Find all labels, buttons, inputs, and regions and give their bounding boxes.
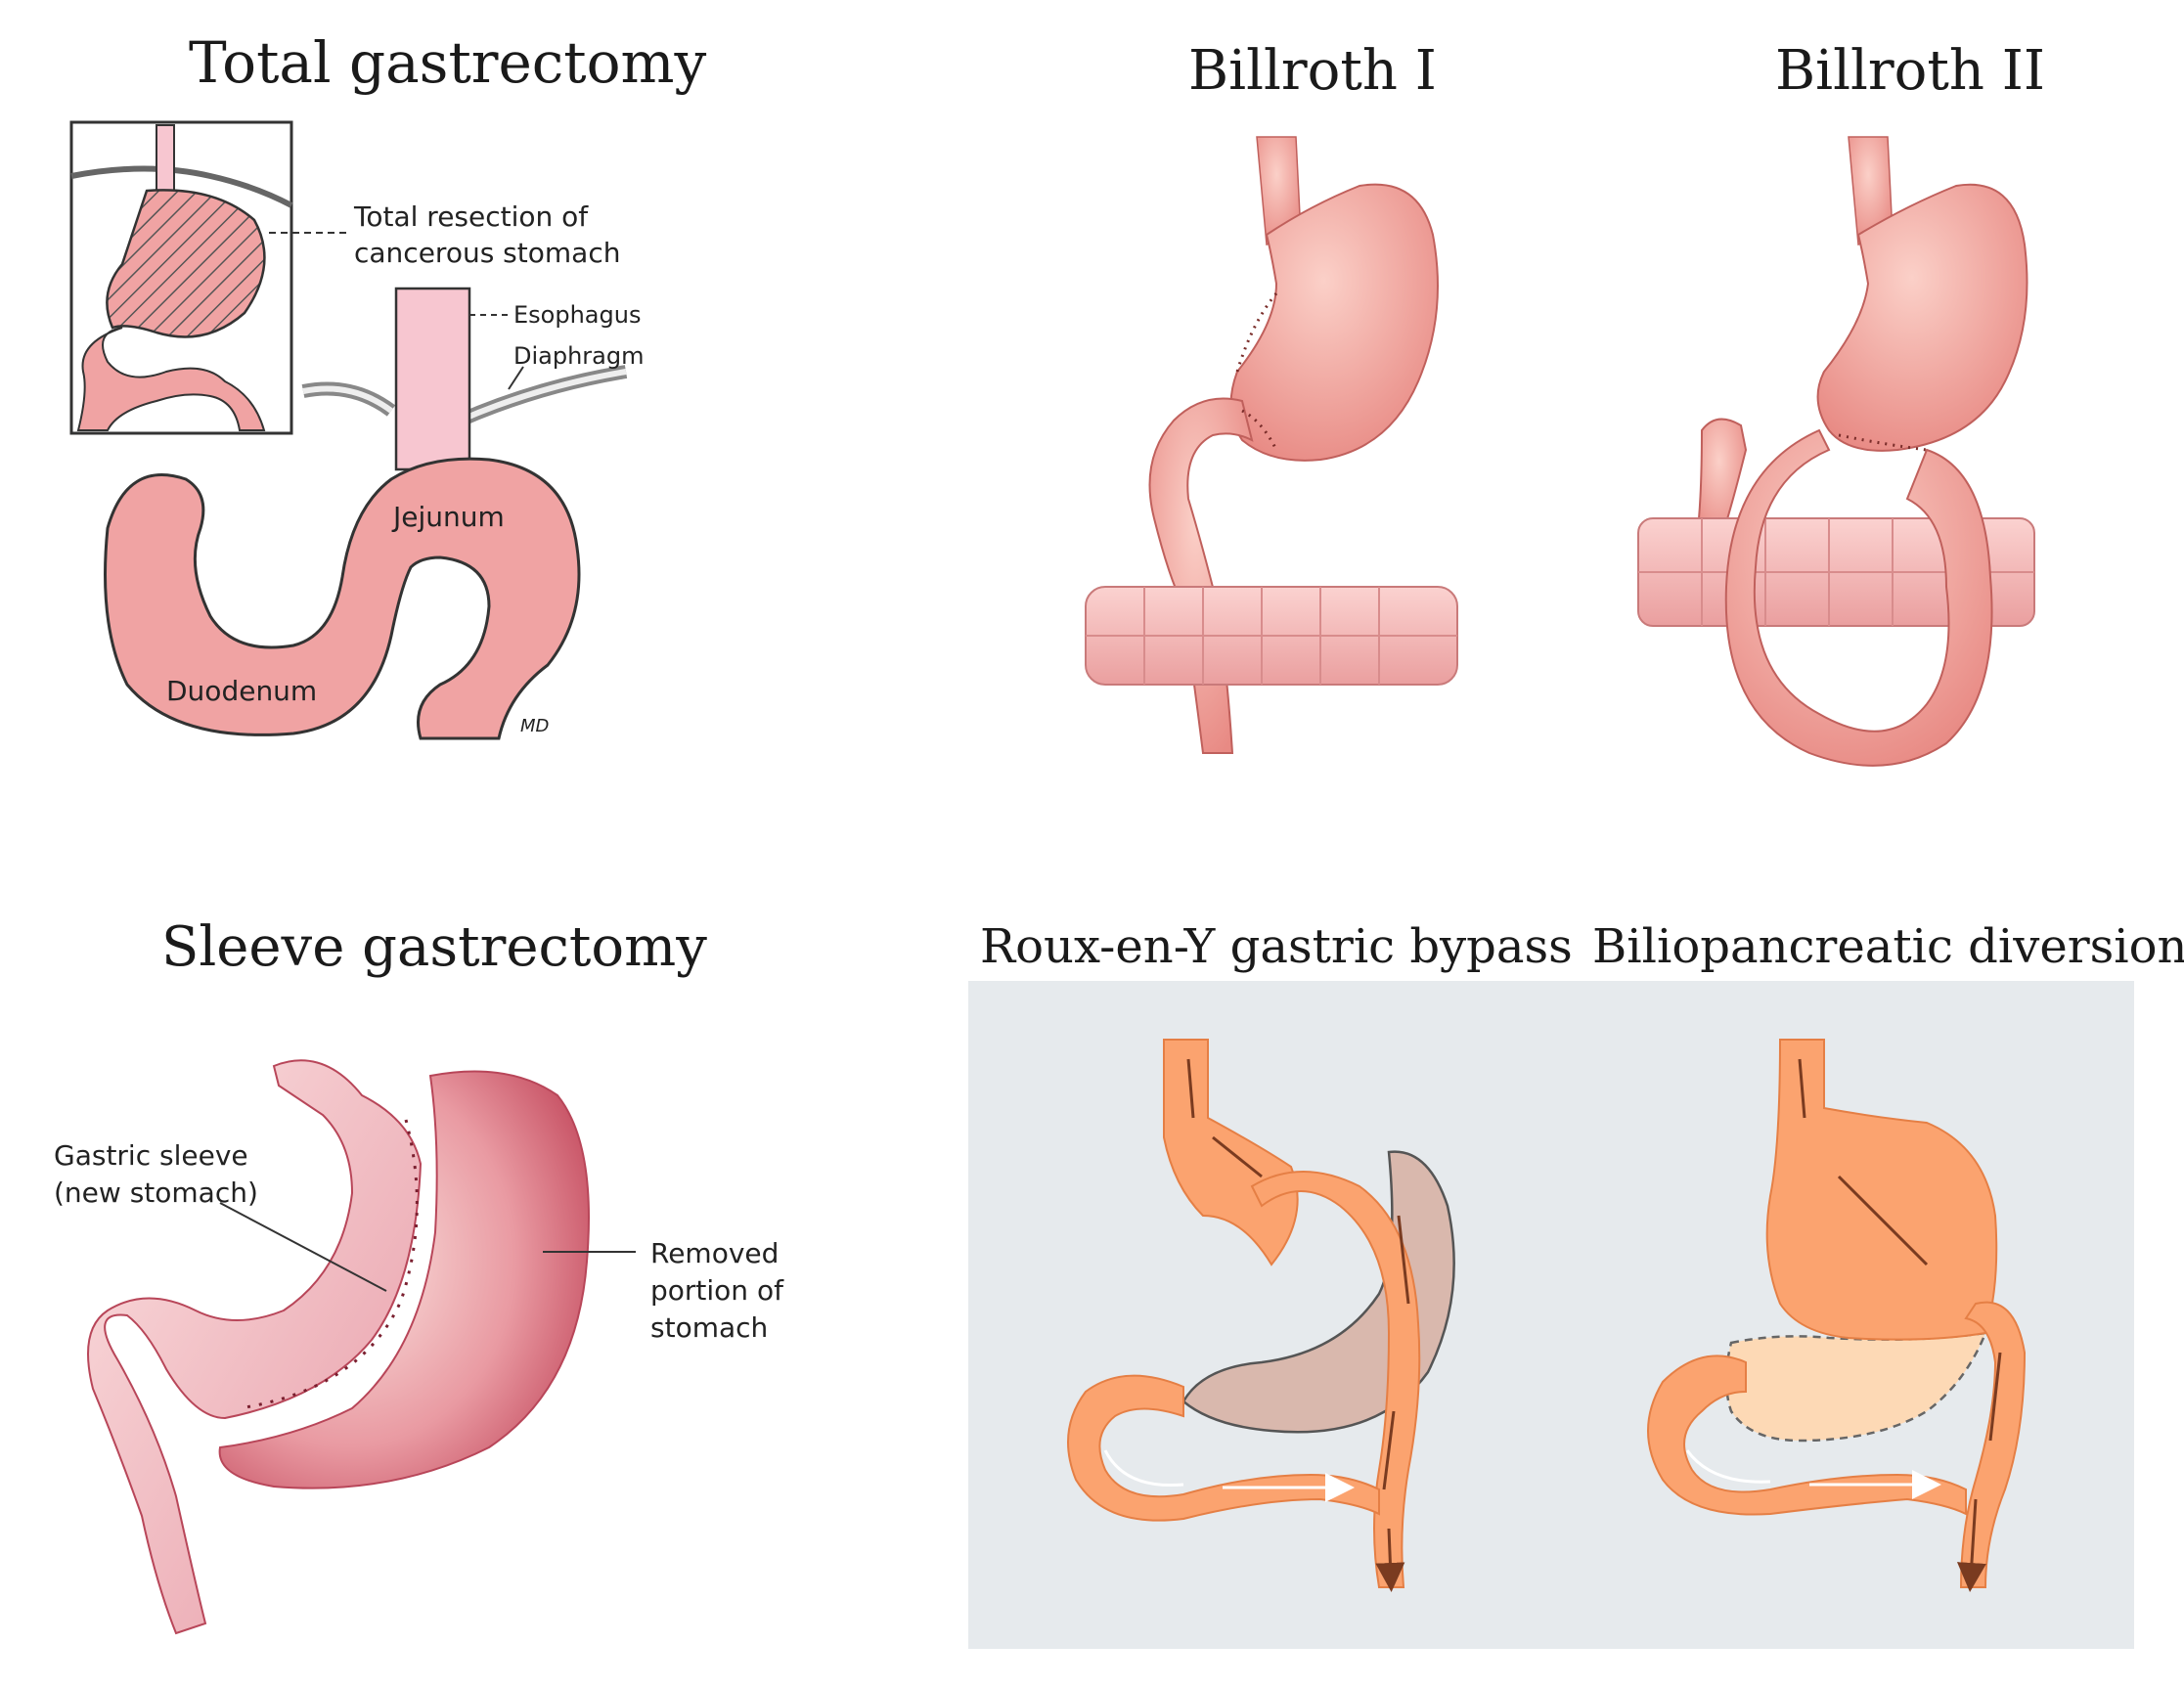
- label-diaphragm: Diaphragm: [513, 342, 645, 370]
- inset-intestine: [76, 327, 266, 431]
- label-removed-3: stomach: [650, 1311, 769, 1344]
- label-esophagus: Esophagus: [513, 301, 642, 329]
- billroth-1-illustration: [1085, 136, 1458, 754]
- billroth2-jejunal-loop: [1724, 428, 1993, 767]
- label-jejunum: Jejunum: [393, 501, 505, 533]
- billroth2-duodenal-stump: [1695, 418, 1748, 539]
- rny-bp-limb: [1067, 1374, 1380, 1522]
- bpd-illustration: [1647, 1039, 2027, 1649]
- esophagus: [394, 287, 471, 471]
- billroth1-colon: [1085, 586, 1458, 686]
- title-sleeve-gastrectomy: Sleeve gastrectomy: [161, 915, 707, 979]
- rny-bypassed-stomach: [1181, 1150, 1455, 1434]
- inset-diaphragm: [70, 165, 293, 208]
- total-gastrectomy-illustration: [69, 120, 628, 740]
- title-roux-en-y: Roux-en-Y gastric bypass: [980, 919, 1573, 974]
- label-resection-2: cancerous stomach: [354, 237, 621, 269]
- inset-esophagus: [156, 124, 175, 197]
- staple-line: [239, 1119, 419, 1410]
- label-gastric-sleeve-2: (new stomach): [54, 1177, 258, 1209]
- artist-signature: MD: [520, 716, 550, 736]
- label-duodenum: Duodenum: [166, 675, 318, 707]
- roux-en-y-illustration: [1067, 1039, 1455, 1649]
- billroth1-duodenum: [1148, 397, 1254, 754]
- title-total-gastrectomy: Total gastrectomy: [189, 29, 707, 96]
- bpd-stomach: [1765, 1039, 1998, 1341]
- gastric-sleeve: [87, 1059, 423, 1635]
- billroth1-stomach: [1229, 183, 1439, 462]
- inset-stomach: [106, 189, 266, 338]
- label-removed-1: Removed: [650, 1237, 780, 1269]
- label-removed-2: portion of: [650, 1274, 783, 1307]
- sleeve-gastrectomy-illustration: [87, 1059, 636, 1635]
- title-biliopancreatic-diversion: Biliopancreatic diversion: [1592, 919, 2184, 974]
- jejunum-duodenum: [104, 457, 581, 740]
- label-gastric-sleeve-1: Gastric sleeve: [54, 1139, 248, 1172]
- billroth-2-illustration: [1637, 136, 2035, 767]
- label-resection-1: Total resection of: [354, 200, 589, 233]
- billroth2-stomach: [1816, 183, 2028, 452]
- removed-stomach-portion: [218, 1070, 590, 1489]
- bpd-removed-portion: [1724, 1331, 1987, 1443]
- title-billroth-2: Billroth II: [1775, 39, 2045, 103]
- title-billroth-1: Billroth I: [1188, 39, 1437, 103]
